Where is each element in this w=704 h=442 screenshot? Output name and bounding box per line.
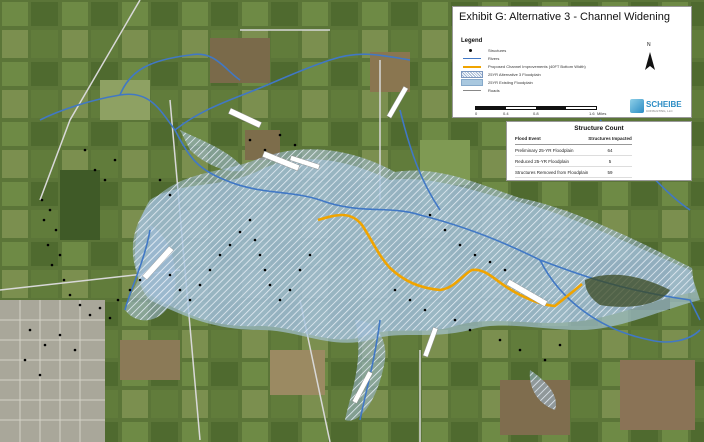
legend-panel: Exhibit G: Alternative 3 - Channel Widen… bbox=[452, 6, 692, 118]
field-brown-1 bbox=[210, 38, 270, 83]
structure-count-cell: 59 bbox=[588, 166, 632, 178]
wooded-area bbox=[585, 274, 670, 307]
floodplain-tributary-southeast bbox=[529, 370, 556, 410]
scale-tick: 0.4 bbox=[503, 111, 509, 116]
field-tan-2 bbox=[120, 340, 180, 380]
flood-event-cell: Structures Removed from Floodplain bbox=[515, 166, 589, 178]
legend-item-rivers: Rivers bbox=[461, 55, 499, 62]
scale-tick: 0.8 bbox=[533, 111, 539, 116]
table-row: Structures Removed from Floodplain 59 bbox=[515, 166, 632, 178]
structure-dot-icon bbox=[461, 48, 483, 53]
field-dark-1 bbox=[60, 170, 100, 240]
legend-item-label: 25YR Existing Floodplain bbox=[488, 80, 533, 85]
legend-item-existing-floodplain: 25YR Existing Floodplain bbox=[461, 79, 533, 86]
flood-event-cell: Preliminary 25-YR Floodplain bbox=[515, 144, 589, 156]
hatched-polygon-icon bbox=[461, 71, 483, 78]
logo-mark-icon bbox=[630, 99, 644, 113]
field-tan-1 bbox=[270, 350, 325, 395]
field-brown-4 bbox=[620, 360, 695, 430]
table-row: Reduced 25-YR Floodplain 5 bbox=[515, 155, 632, 167]
structures bbox=[23, 133, 562, 377]
scale-bar: 0 0.4 0.8 1.6 Miles bbox=[475, 106, 606, 116]
floodplain-polygon-icon bbox=[461, 79, 483, 86]
structure-count-cell: 5 bbox=[588, 155, 632, 167]
column-header-flood-event: Flood Event bbox=[515, 135, 589, 145]
channel-line-icon bbox=[461, 64, 483, 69]
legend-item-label: Roads bbox=[488, 88, 500, 93]
scale-bar-graphic bbox=[475, 106, 597, 110]
scale-tick: 1.6 bbox=[589, 111, 595, 116]
field-brown-2 bbox=[370, 52, 410, 92]
floodplain-alternative-3 bbox=[132, 149, 695, 340]
structure-count-table: Flood Event Structures Impacted Prelimin… bbox=[515, 135, 632, 178]
table-row: Preliminary 25-YR Floodplain 64 bbox=[515, 144, 632, 156]
north-label: N bbox=[647, 42, 651, 48]
river-line-icon bbox=[461, 56, 483, 61]
legend-item-roads: Roads bbox=[461, 87, 500, 94]
stream-name-labels bbox=[142, 86, 548, 404]
logo-subtext: CONSULTING, LLC bbox=[646, 109, 673, 113]
legend-item-label: 25YR Alternative 3 Floodplain bbox=[488, 72, 541, 77]
scale-tick: 0 bbox=[475, 111, 478, 116]
town-area bbox=[0, 300, 105, 442]
legend-item-label: Structures bbox=[488, 48, 507, 53]
exhibit-title: Exhibit G: Alternative 3 - Channel Widen… bbox=[459, 11, 670, 23]
structure-count-panel: Structure Count Flood Event Structures I… bbox=[506, 121, 692, 181]
legend-item-structures: Structures bbox=[461, 47, 506, 54]
road-line-icon bbox=[461, 88, 483, 93]
structure-count-title: Structure Count bbox=[574, 125, 624, 132]
flood-event-cell: Reduced 25-YR Floodplain bbox=[515, 155, 589, 167]
legend-item-alt3-floodplain: 25YR Alternative 3 Floodplain bbox=[461, 71, 541, 78]
legend-item-label: Proposed Channel Improvements (40FT Bott… bbox=[488, 64, 586, 69]
floodplain-tributary-north bbox=[180, 130, 245, 172]
legend-heading: Legend bbox=[461, 38, 483, 44]
north-arrow-icon bbox=[645, 52, 655, 70]
column-header-structures-impacted: Structures Impacted bbox=[588, 135, 632, 145]
legend-item-proposed-channel: Proposed Channel Improvements (40FT Bott… bbox=[461, 63, 586, 70]
structure-count-cell: 64 bbox=[588, 144, 632, 156]
proposed-channel bbox=[317, 213, 583, 308]
scale-unit: Miles bbox=[597, 111, 607, 116]
legend-item-label: Rivers bbox=[488, 56, 500, 61]
logo-text: SCHEIBE bbox=[646, 100, 682, 109]
company-logo: SCHEIBE CONSULTING, LLC bbox=[630, 96, 686, 116]
town-grid bbox=[0, 300, 105, 442]
table-header-row: Flood Event Structures Impacted bbox=[515, 135, 632, 145]
